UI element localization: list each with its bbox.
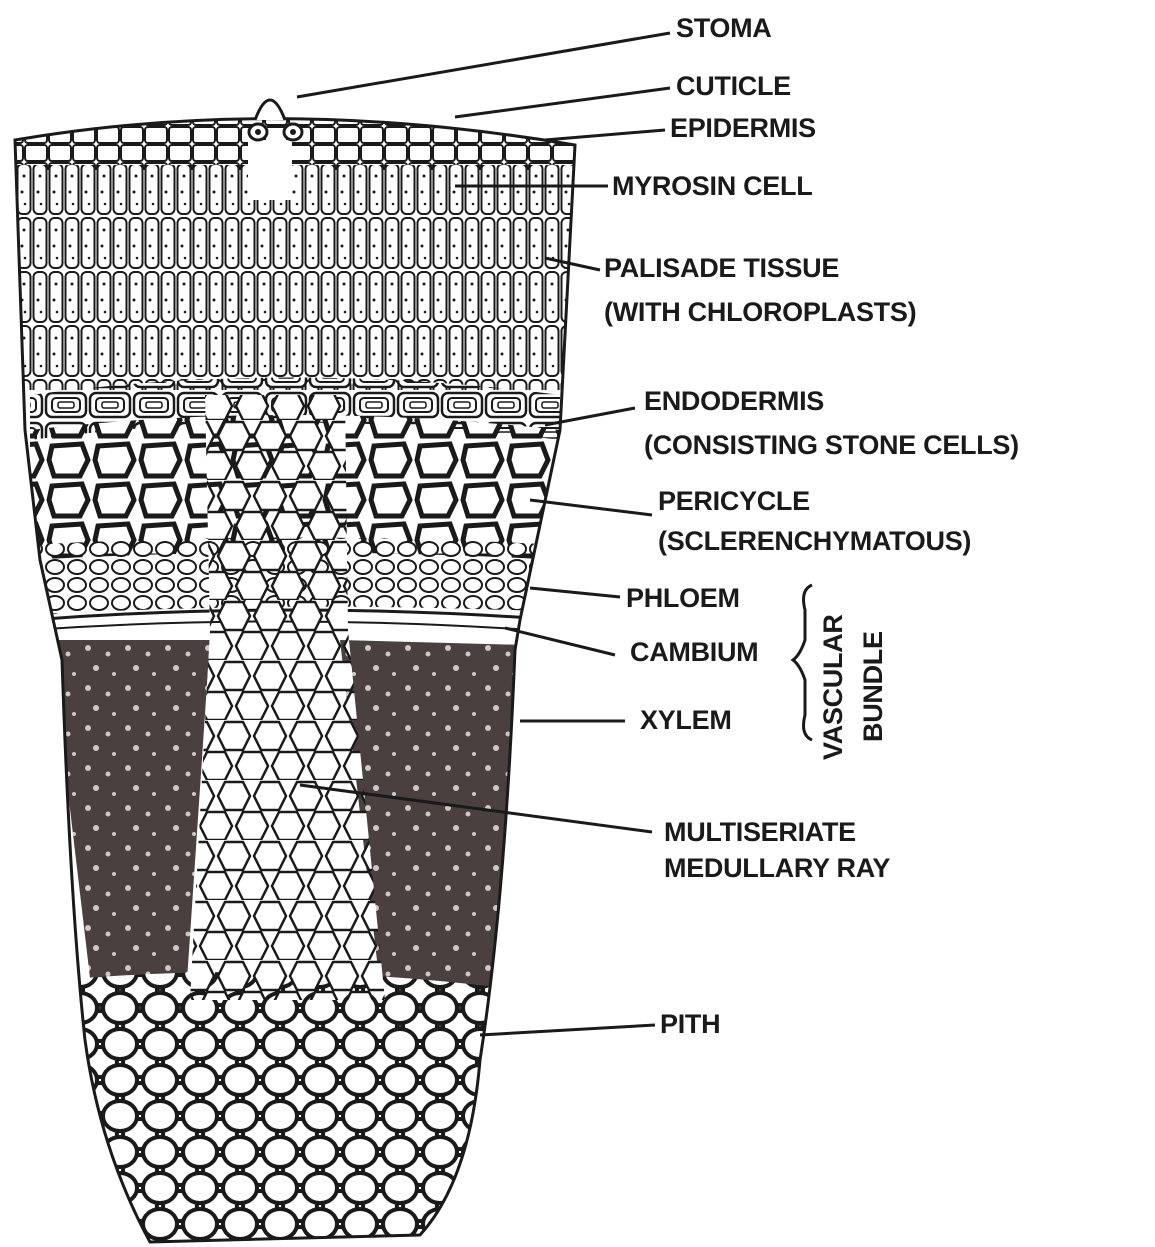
- label-medullary-line-1: MULTISERIATE: [664, 816, 890, 848]
- label-pericycle-line-2: (SCLERENCHYMATOUS): [658, 525, 971, 557]
- palisade-layer: [0, 165, 600, 390]
- label-cambium: CAMBIUM: [630, 636, 758, 668]
- label-pith: PITH: [660, 1008, 720, 1040]
- xylem-left: [50, 640, 210, 1020]
- leader-phloem: [530, 588, 620, 597]
- leader-pith: [480, 1025, 655, 1035]
- label-epidermis: EPIDERMIS: [670, 112, 816, 144]
- label-stoma: STOMA: [676, 12, 772, 44]
- label-medullary-ray: MULTISERIATE MEDULLARY RAY: [664, 816, 890, 884]
- label-pericycle: PERICYCLE (SCLERENCHYMATOUS): [658, 485, 971, 557]
- label-palisade-line-2: (WITH CHLOROPLASTS): [604, 296, 916, 328]
- pith-region: [60, 972, 520, 1247]
- label-endodermis-line-1: ENDODERMIS: [644, 385, 1019, 417]
- label-palisade: PALISADE TISSUE (WITH CHLOROPLASTS): [604, 252, 916, 328]
- label-medullary-line-2: MEDULLARY RAY: [664, 852, 890, 884]
- leader-cuticle: [455, 88, 670, 117]
- leader-stoma: [297, 33, 670, 97]
- vascular-bundle-brace: [793, 585, 812, 740]
- label-bundle: BUNDLE: [858, 631, 889, 742]
- label-myrosin-cell: MYROSIN CELL: [612, 170, 812, 202]
- label-xylem: XYLEM: [640, 704, 732, 736]
- label-endodermis-line-2: (CONSISTING STONE CELLS): [644, 429, 1019, 461]
- label-pericycle-line-1: PERICYCLE: [658, 485, 971, 517]
- label-cuticle: CUTICLE: [676, 70, 791, 102]
- label-palisade-line-1: PALISADE TISSUE: [604, 252, 916, 284]
- leader-pericycle: [530, 500, 652, 515]
- label-phloem: PHLOEM: [626, 582, 740, 614]
- leader-epidermis: [545, 130, 665, 140]
- leader-cambium: [505, 628, 615, 655]
- label-endodermis: ENDODERMIS (CONSISTING STONE CELLS): [644, 385, 1019, 461]
- label-vascular: VASCULAR: [818, 614, 849, 760]
